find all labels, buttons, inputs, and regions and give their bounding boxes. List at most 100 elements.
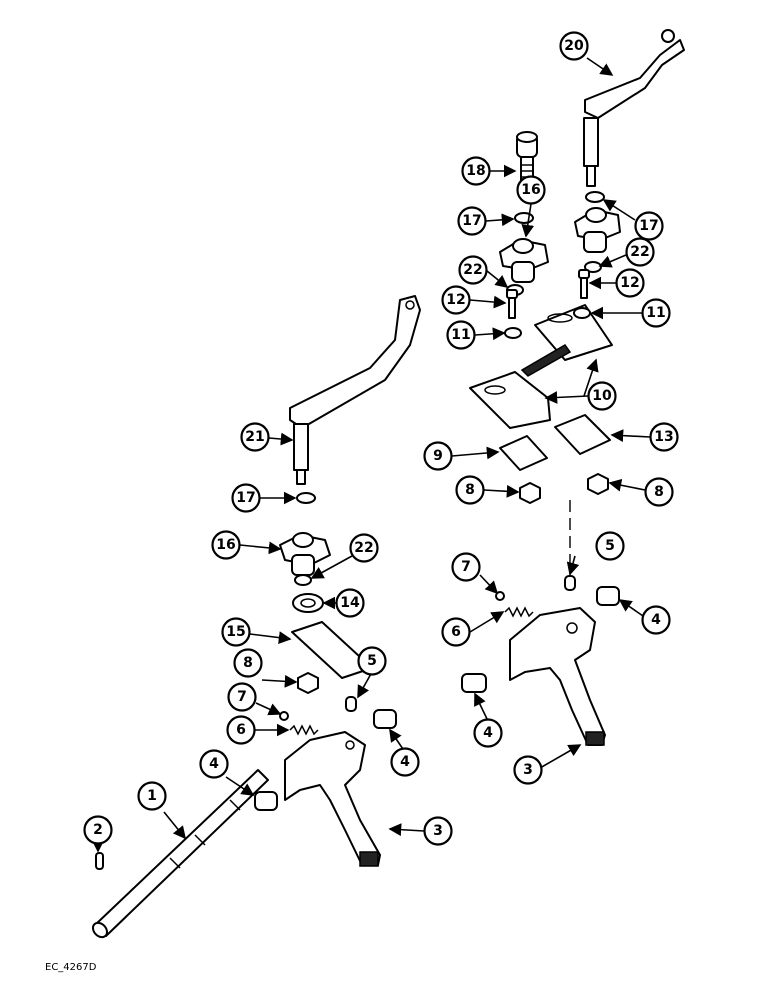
callout-4: 4 [199,749,229,779]
callout-12: 12 [615,268,645,298]
callout-4: 4 [473,718,503,748]
svg-text:10: 10 [592,388,612,404]
callout-8: 8 [455,475,485,505]
housing [279,532,331,576]
svg-text:22: 22 [354,540,373,556]
bushing [373,709,397,729]
callout-10: 10 [587,381,617,411]
svg-text:5: 5 [367,653,377,669]
svg-text:17: 17 [236,490,255,506]
poppet [345,696,357,712]
callout-17: 17 [634,211,664,241]
svg-text:8: 8 [654,484,664,500]
reference-code: EC_4267D [45,962,97,973]
callout-16: 16 [211,530,241,560]
housing [574,207,621,253]
svg-text:17: 17 [639,218,658,234]
callout-6: 6 [226,715,256,745]
svg-text:2: 2 [93,822,103,838]
nut [519,482,541,504]
callout-17: 17 [231,483,261,513]
bolt [506,289,518,319]
svg-text:3: 3 [433,823,443,839]
svg-text:21: 21 [245,429,264,445]
callout-5: 5 [595,531,625,561]
svg-text:22: 22 [630,244,649,260]
svg-text:4: 4 [651,612,661,628]
washer [504,327,522,339]
svg-text:6: 6 [236,722,246,738]
callout-4: 4 [641,605,671,635]
callout-8: 8 [233,648,263,678]
svg-text:18: 18 [466,163,485,179]
shift-lever-upper [583,29,685,187]
svg-text:4: 4 [400,754,410,770]
svg-text:17: 17 [462,213,481,229]
roll-pin [95,852,104,870]
plate [499,435,548,471]
o-ring [296,492,316,504]
shift-lever-lower [289,295,421,485]
bushing [461,673,487,693]
shift-fork-lower [284,731,381,867]
svg-text:5: 5 [605,538,615,554]
o-ring [294,574,312,586]
detent-ball [279,711,289,721]
callout-21: 21 [240,422,270,452]
callout-8: 8 [644,477,674,507]
svg-text:1: 1 [147,788,157,804]
plate [554,414,611,455]
svg-text:15: 15 [226,624,245,640]
callout-5: 5 [357,646,387,676]
svg-text:8: 8 [465,482,475,498]
callout-7: 7 [227,682,257,712]
washer [300,598,316,608]
poppet [564,575,576,591]
bolt [578,269,590,299]
washer [573,307,591,319]
washer [292,593,324,613]
svg-text:16: 16 [216,537,235,553]
detent-ball [495,591,505,601]
callout-11: 11 [446,320,476,350]
callout-22: 22 [349,533,379,563]
callout-12: 12 [441,285,471,315]
housing [499,238,549,283]
svg-text:3: 3 [523,762,533,778]
callout-1: 1 [137,781,167,811]
svg-text:20: 20 [564,38,584,54]
callout-17: 17 [457,206,487,236]
svg-text:14: 14 [340,595,360,611]
svg-text:12: 12 [446,292,465,308]
svg-text:6: 6 [451,624,461,640]
shift-rod [91,769,269,939]
svg-text:9: 9 [433,448,443,464]
svg-text:16: 16 [521,182,540,198]
callout-11: 11 [641,298,671,328]
spring [289,724,319,736]
callout-13: 13 [649,422,679,452]
leader-lines [91,57,651,853]
svg-text:12: 12 [620,275,639,291]
callout-20: 20 [559,31,589,61]
svg-text:4: 4 [483,725,493,741]
bushing [596,586,620,606]
callout-16: 16 [516,175,546,205]
shift-fork-upper [509,607,606,746]
svg-text:11: 11 [451,327,470,343]
callout-3: 3 [423,816,453,846]
callout-2: 2 [83,815,113,845]
plunger [516,131,538,184]
callout-18: 18 [461,156,491,186]
o-ring [585,191,605,203]
callout-15: 15 [221,617,251,647]
bushing [254,791,278,811]
svg-text:4: 4 [209,756,219,772]
nut [297,672,319,694]
svg-text:11: 11 [646,305,665,321]
callout-14: 14 [335,588,365,618]
o-ring [514,212,534,224]
svg-text:22: 22 [463,262,482,278]
selector-plate [469,304,613,429]
